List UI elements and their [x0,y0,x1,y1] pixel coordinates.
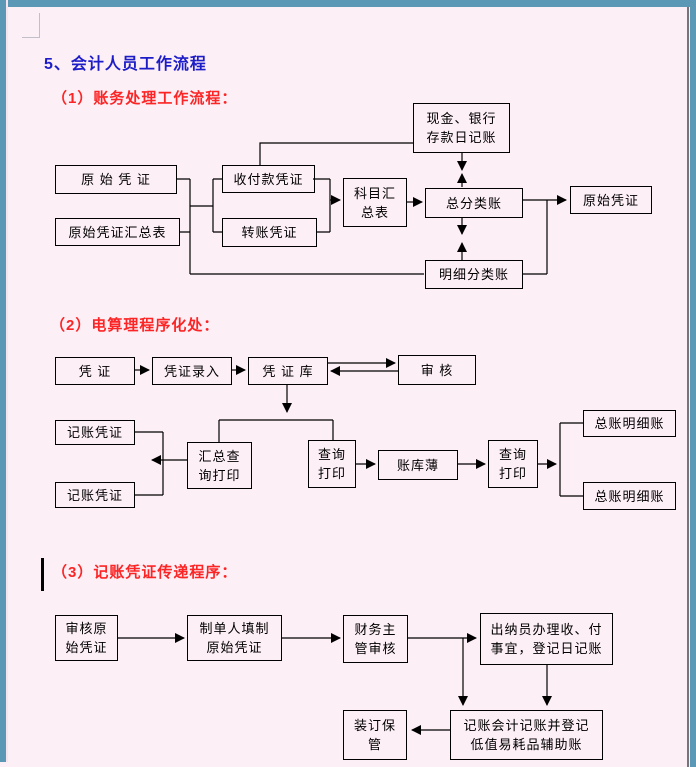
change-bar [41,558,44,591]
flowbox-bookkeeping-voucher-bottom[interactable]: 记账凭证 [55,482,135,508]
flowbox-voucher-store[interactable]: 凭 证 库 [248,357,328,385]
window-frame-top [0,0,696,7]
flowbox-original-voucher-right[interactable]: 原始凭证 [570,186,652,214]
flowbox-receipt-payment-voucher[interactable]: 收付款凭证 [222,165,315,193]
flowbox-ledger-detail-top[interactable]: 总账明细账 [583,410,676,437]
window-frame-right [690,0,696,767]
flowbox-subject-summary[interactable]: 科目汇 总表 [343,178,407,227]
flowbox-original-voucher-left[interactable]: 原 始 凭 证 [55,165,177,194]
flowbox-detail-ledger[interactable]: 明细分类账 [425,260,523,289]
flowbox-bookkeeping-voucher-top[interactable]: 记账凭证 [55,420,135,445]
flowbox-voucher-entry[interactable]: 凭证录入 [152,357,232,385]
flowbox-transfer-voucher[interactable]: 转账凭证 [222,218,317,247]
flowbox-audit[interactable]: 审 核 [398,355,476,385]
flowbox-cashier-duty[interactable]: 出纳员办理收、付 事宜，登记日记账 [480,613,613,665]
section3-heading: （3）记账凭证传递程序： [52,564,238,581]
flowbox-ledger-detail-bottom[interactable]: 总账明细账 [583,482,676,510]
section2-heading: （2）电算理程序化处： [50,317,220,334]
window-frame-left [0,0,6,762]
flowbox-prepare-voucher[interactable]: 制单人填制 原始凭证 [187,615,282,661]
flowbox-query-print-right[interactable]: 查询 打印 [488,440,538,488]
window-frame-left-inner [6,0,8,762]
flowbox-original-voucher-summary[interactable]: 原始凭证汇总表 [55,218,180,246]
flowbox-binding-keep[interactable]: 装订保 管 [343,710,407,760]
flowbox-general-ledger[interactable]: 总分类账 [425,188,523,218]
flowbox-query-print-left[interactable]: 查询 打印 [308,440,356,488]
flowbox-account-book[interactable]: 账库薄 [378,450,458,480]
flowbox-audit-original[interactable]: 审核原 始凭证 [55,615,118,661]
margin-corner-mark [22,13,40,38]
flowbox-finance-review[interactable]: 财务主 管审核 [343,615,408,663]
flowbox-voucher[interactable]: 凭 证 [55,357,135,385]
flowbox-bookkeeper-register[interactable]: 记账会计记账并登记 低值易耗品辅助账 [450,710,603,760]
flowbox-cash-journal[interactable]: 现金、银行 存款日记账 [413,103,510,153]
page-title: 5、会计人员工作流程 [44,56,207,73]
section1-heading: （1）账务处理工作流程： [52,90,238,107]
flowbox-summary-query-print[interactable]: 汇总查 询打印 [187,442,252,489]
